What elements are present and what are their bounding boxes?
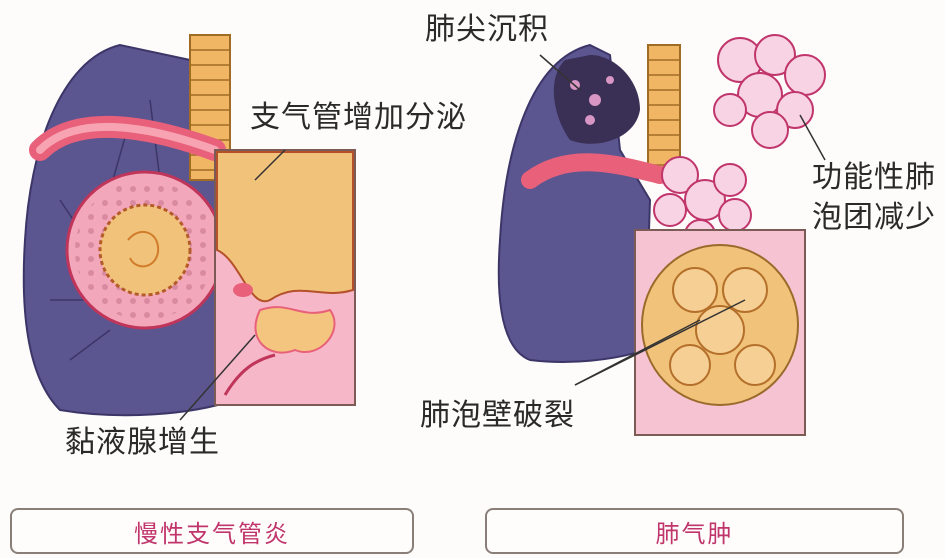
caption-emphysema: 肺气肿 [485, 508, 904, 554]
bronchial-wall-magnified [215, 150, 355, 405]
caption-chronic-bronchitis: 慢性支气管炎 [10, 508, 414, 554]
caption-chronic-bronchitis-text: 慢性支气管炎 [134, 514, 290, 549]
caption-emphysema-text: 肺气肿 [656, 514, 734, 549]
label-reduced-functional-alveoli: 功能性肺泡团减少 [812, 158, 942, 238]
label-mucous-gland-hyperplasia: 黏液腺增生 [65, 425, 220, 461]
emphysema-lung [499, 45, 650, 362]
alveolar-wall-magnified [635, 230, 805, 435]
label-bronchial-secretion: 支气管增加分泌 [250, 100, 467, 136]
label-alveolar-wall-rupture: 肺泡壁破裂 [420, 398, 575, 434]
bronchus-cross-section [67, 172, 223, 328]
label-apical-deposits: 肺尖沉积 [425, 12, 549, 48]
